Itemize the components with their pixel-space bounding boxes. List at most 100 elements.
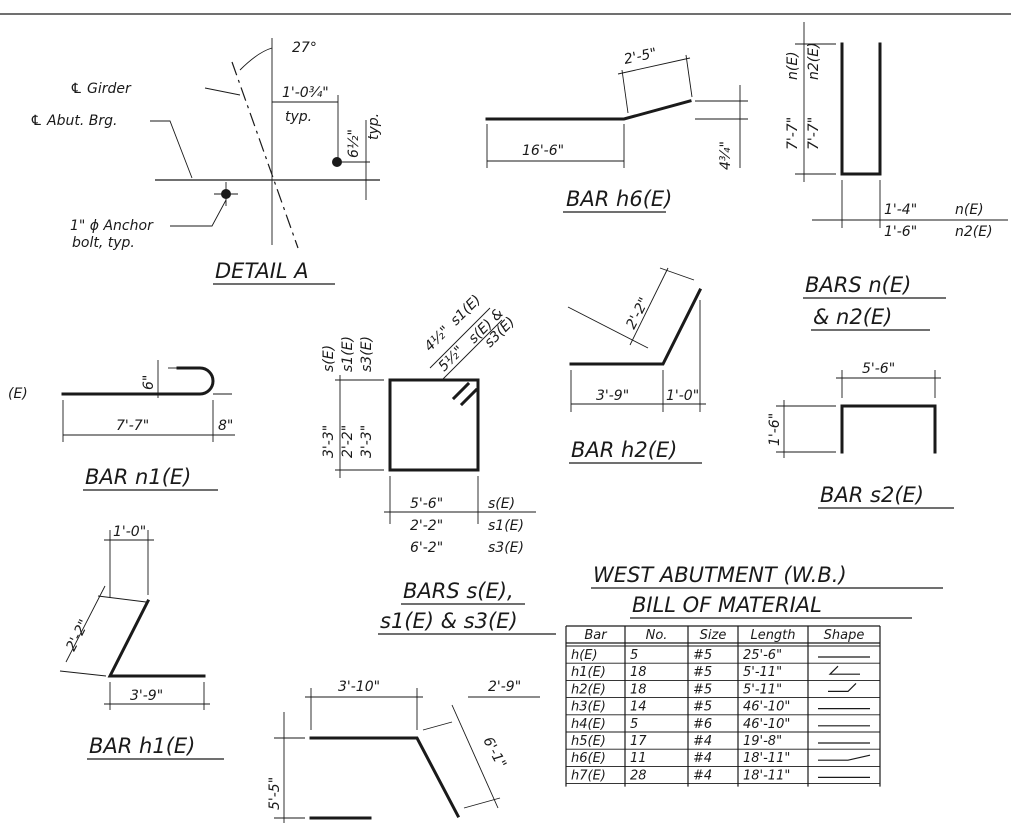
bar-h2: 2'-2" 3'-9" 1'-0" BAR h2(E)	[567, 267, 706, 464]
s-hook-dim-1	[429, 307, 491, 369]
h2-ext-b	[659, 267, 695, 281]
bar-n1-title: BAR n1(E)	[85, 465, 191, 489]
bars-s-hook-1	[451, 381, 471, 401]
bom-header-cell: Shape	[824, 628, 865, 643]
margin-e-label: (E)	[8, 386, 28, 402]
bom-shape-glyph	[818, 754, 871, 761]
h2-ext-a	[567, 306, 649, 349]
h6-d3: 4¾"	[718, 141, 734, 170]
bom-cell: #6	[693, 717, 712, 732]
bb-d4: 6'-1"	[479, 734, 509, 771]
bom-header-cell: No.	[646, 628, 668, 643]
bom-cell: 28	[630, 768, 647, 783]
bb-d2: 2'-9"	[488, 679, 521, 695]
girder-label: ℄ Girder	[70, 81, 132, 97]
s-wl2: s1(E)	[488, 518, 524, 534]
n-b2: 1'-6"	[884, 224, 917, 240]
detail-a-title: DETAIL A	[215, 259, 309, 283]
abut-brg-label: ℄ Abut. Brg.	[30, 113, 117, 129]
bom-cell: #4	[693, 751, 712, 766]
bars-s-shape	[388, 378, 480, 472]
bom-cell: h1(E)	[571, 665, 606, 680]
s-hl2: s1(E)	[340, 336, 356, 372]
s-hl1: s(E)	[321, 345, 337, 372]
h2-d2: 3'-9"	[596, 388, 629, 404]
bars-n-title-2: & n2(E)	[813, 305, 892, 329]
bom-cell: #5	[693, 665, 712, 680]
n-l2: n2(E)	[806, 42, 822, 80]
bom-title-2: BILL OF MATERIAL	[632, 593, 822, 617]
h2-d1: 2'-2"	[623, 295, 652, 332]
s-wl1: s(E)	[488, 496, 515, 512]
h2-dim-slope	[629, 267, 669, 346]
bom-cell: 19'-8"	[743, 734, 782, 749]
bom-cell: h3(E)	[571, 700, 606, 715]
bars-s-title-1: BARS s(E),	[403, 579, 514, 603]
s-hook-dim-2	[441, 319, 503, 381]
bom-header-cell: Bar	[584, 628, 608, 643]
bom-title-1: WEST ABUTMENT (W.B.)	[593, 563, 847, 587]
s2-d2: 1'-6"	[767, 413, 783, 446]
girder-leader	[204, 87, 241, 96]
n-h2: 7'-7"	[806, 117, 822, 150]
h1-d2: 2'-2"	[63, 617, 92, 654]
bom-header-cell: Size	[700, 628, 727, 643]
bb-d1: 3'-10"	[338, 679, 380, 695]
bom-cell: 11	[630, 751, 647, 766]
s-h3: 3'-3"	[359, 425, 375, 458]
s-h2: 2'-2"	[340, 425, 356, 458]
h1-ext-b	[59, 670, 107, 677]
bar-n1-shape	[61, 366, 215, 396]
bar-bottom: 3'-10" 2'-9" 5'-5" 6'-1"	[267, 679, 540, 823]
anchor-dot-1	[332, 157, 342, 167]
offset-text: 1'-0¾"	[282, 85, 329, 101]
n-l1: n(E)	[785, 51, 801, 80]
bar-s2-shape	[840, 404, 937, 454]
bom-cell: 25'-6"	[743, 648, 782, 663]
bom-header-cell: Length	[750, 628, 795, 643]
bar-h1-shape	[107, 598, 206, 678]
bar-bottom-top-leg	[309, 736, 461, 819]
vert-typ: typ.	[366, 113, 382, 140]
bom-cell: h7(E)	[571, 768, 606, 783]
abut-leader	[150, 120, 193, 179]
bom-cell: #5	[693, 648, 712, 663]
bill-of-material: WEST ABUTMENT (W.B.) BILL OF MATERIAL Ba…	[565, 563, 943, 787]
bars-n: 7'-7" 7'-7" n(E) n2(E) 1'-4" 1'-6" n(E) …	[785, 22, 1008, 331]
bar-s2-title: BAR s2(E)	[820, 483, 924, 507]
bar-h2-title: BAR h2(E)	[571, 438, 677, 462]
h1-dim-slope	[65, 585, 106, 663]
bars-s-corner	[460, 378, 480, 402]
bars-s-hook-2	[459, 387, 479, 407]
bar-h1: 1'-0" 2'-2" 3'-9" BAR h1(E)	[59, 524, 224, 760]
bom-cell: 5'-11"	[743, 665, 782, 680]
h6-ext-top-l	[621, 69, 629, 114]
h1-d1: 1'-0"	[113, 524, 146, 540]
anchor-leader	[170, 199, 227, 227]
bom-cell: h5(E)	[571, 734, 606, 749]
bar-n1: 6" 7'-7" 8" BAR n1(E)	[61, 360, 235, 491]
n1-d3: 8"	[218, 418, 233, 434]
bar-h6-shape	[485, 99, 692, 121]
s-w3: 6'-2"	[410, 540, 443, 556]
bom-shape-glyph	[828, 665, 860, 675]
angle-arc	[239, 47, 273, 71]
h6-d2: 16'-6"	[522, 143, 564, 159]
bom-cell: 14	[630, 700, 647, 715]
s2-d1: 5'-6"	[862, 361, 895, 377]
n1-d1: 6"	[141, 375, 157, 390]
bom-cell: h6(E)	[571, 751, 606, 766]
h1-d3: 3'-9"	[130, 688, 163, 704]
bom-cell: 18'-11"	[743, 751, 790, 766]
s-w2: 2'-2"	[410, 518, 443, 534]
bom-cell: 5	[630, 717, 638, 732]
offset-typ: typ.	[285, 109, 312, 125]
bom-cell: 5	[630, 648, 638, 663]
bom-cell: 18'-11"	[743, 768, 790, 783]
h6-dim-top	[617, 57, 691, 75]
vert-text: 6½"	[346, 129, 362, 158]
bom-cell: h2(E)	[571, 682, 606, 697]
n-bl1: n(E)	[955, 202, 984, 218]
